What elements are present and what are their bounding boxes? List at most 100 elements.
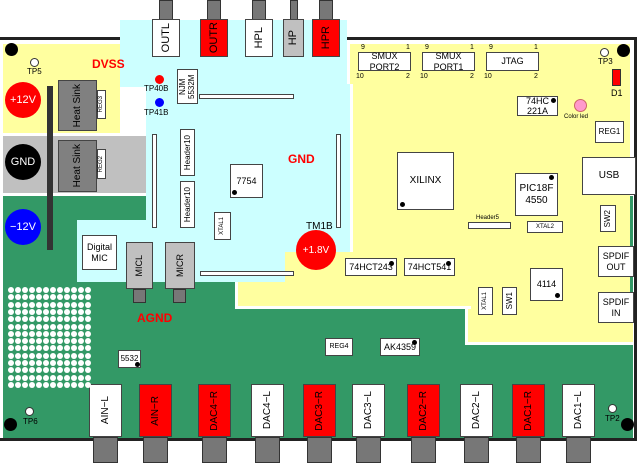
spdif-in[interactable]: SPDIF IN [598, 292, 634, 323]
proto-hole [50, 301, 56, 308]
proto-hole [78, 381, 84, 388]
proto-hole [78, 316, 84, 323]
reg2: REG2 [97, 149, 106, 179]
tp2-point[interactable] [608, 404, 617, 413]
micr-jack[interactable]: MICR [165, 242, 195, 289]
minus12v-terminal[interactable]: −12V [5, 209, 41, 245]
proto-hole [22, 360, 28, 366]
proto-hole [71, 345, 77, 352]
proto-hole [15, 367, 21, 374]
bottom-jack-1[interactable]: AIN−R [139, 384, 172, 437]
proto-hole [64, 338, 70, 345]
bottom-jack-0[interactable]: AIN−L [89, 384, 122, 437]
heat-sink-2: Heat Sink [58, 140, 97, 192]
sw1[interactable]: SW1 [502, 287, 517, 315]
tp3-point[interactable] [600, 48, 609, 57]
proto-hole [43, 308, 49, 315]
proto-hole [64, 301, 70, 308]
bottom-jack-6[interactable]: DAC2−R [407, 384, 440, 437]
hct541: 74HCT541 [404, 258, 455, 276]
plus1v8-terminal[interactable]: +1.8V [296, 230, 336, 270]
hct243-pin1 [389, 261, 394, 266]
power-bus-bar [47, 86, 53, 250]
proto-hole [36, 323, 42, 330]
proto-hole [64, 345, 70, 352]
proto-hole [22, 374, 28, 381]
top-jack-hpr[interactable]: HPR [312, 19, 340, 57]
bottom-jack-7[interactable]: DAC2−L [460, 384, 493, 437]
proto-hole [43, 338, 49, 345]
proto-hole [71, 308, 77, 315]
top-jack-hpl[interactable]: HPL [245, 19, 273, 57]
proto-hole [43, 381, 49, 388]
proto-hole [78, 338, 84, 345]
bottom-jack-2[interactable]: DAC4−R [198, 384, 231, 437]
sw2[interactable]: SW2 [600, 205, 616, 232]
proto-hole [64, 367, 70, 374]
micr-jack-label: MICR [174, 254, 185, 277]
bottom-jack-plug [202, 437, 227, 463]
proto-hole [57, 360, 63, 366]
bottom-jack-5[interactable]: DAC3−L [352, 384, 385, 437]
micl-jack[interactable]: MICL [126, 242, 153, 289]
proto-hole [8, 338, 14, 345]
bottom-jack-9[interactable]: DAC1−L [562, 384, 595, 437]
xilinx-pin1 [400, 202, 405, 207]
proto-hole [8, 330, 14, 337]
header-smux2[interactable]: SMUX PORT2 [358, 51, 411, 72]
top-jack-outl[interactable]: OUTL [152, 19, 180, 57]
proto-hole [15, 323, 21, 330]
proto-hole [50, 381, 56, 388]
proto-hole [50, 352, 56, 359]
proto-hole [71, 360, 77, 366]
top-jack-hp[interactable]: HP [283, 19, 304, 57]
pin2-label: 2 [406, 73, 410, 80]
header-smux1[interactable]: SMUX PORT1 [422, 51, 475, 72]
tp5-label: TP5 [27, 67, 42, 76]
proto-hole [50, 345, 56, 352]
tp5-point[interactable] [30, 58, 39, 67]
tp41b-point[interactable] [155, 98, 164, 107]
proto-hole [8, 316, 14, 323]
proto-hole [8, 374, 14, 381]
bottom-jack-6-label: DAC2−R [417, 390, 429, 431]
gnd-terminal[interactable]: GND [5, 144, 41, 180]
tp6-label: TP6 [23, 417, 38, 426]
proto-hole [85, 287, 91, 293]
pin2-label: 2 [470, 73, 474, 80]
bottom-jack-4[interactable]: DAC3−R [303, 384, 336, 437]
usb-connector[interactable]: USB [582, 157, 636, 195]
header-jtag[interactable]: JTAG [486, 52, 539, 71]
tp40b-point[interactable] [155, 75, 164, 84]
pin9-label: 9 [489, 44, 493, 51]
bottom-jack-1-label: AIN−R [149, 395, 161, 426]
micl-jack-label: MICL [134, 254, 145, 277]
tp2-label: TP2 [605, 414, 620, 423]
proto-hole [57, 301, 63, 308]
color-led-label: Color led [564, 114, 589, 120]
proto-hole [78, 294, 84, 301]
tp6-point[interactable] [25, 407, 34, 416]
bottom-jack-plug [464, 437, 489, 463]
bottom-jack-8[interactable]: DAC1−R [512, 384, 545, 437]
proto-hole [29, 323, 35, 330]
proto-hole [29, 330, 35, 337]
gnd-label: GND [288, 152, 315, 166]
header5-bar [468, 222, 511, 229]
proto-hole [36, 316, 42, 323]
prototype-hole-grid [8, 287, 93, 389]
proto-hole [8, 381, 14, 388]
plus12v-terminal[interactable]: +12V [5, 82, 41, 118]
proto-hole [57, 352, 63, 359]
spdif-out[interactable]: SPDIF OUT [598, 246, 634, 277]
proto-hole [78, 345, 84, 352]
proto-hole [8, 287, 14, 293]
mount-hole-br [621, 418, 634, 431]
top-jack-outr[interactable]: OUTR [200, 19, 228, 57]
pin9-label: 9 [425, 44, 429, 51]
xtal2: XTAL2 [527, 221, 563, 233]
proto-hole [85, 308, 91, 315]
proto-hole [78, 330, 84, 337]
bottom-jack-3[interactable]: DAC4−L [251, 384, 284, 437]
proto-hole [43, 367, 49, 374]
